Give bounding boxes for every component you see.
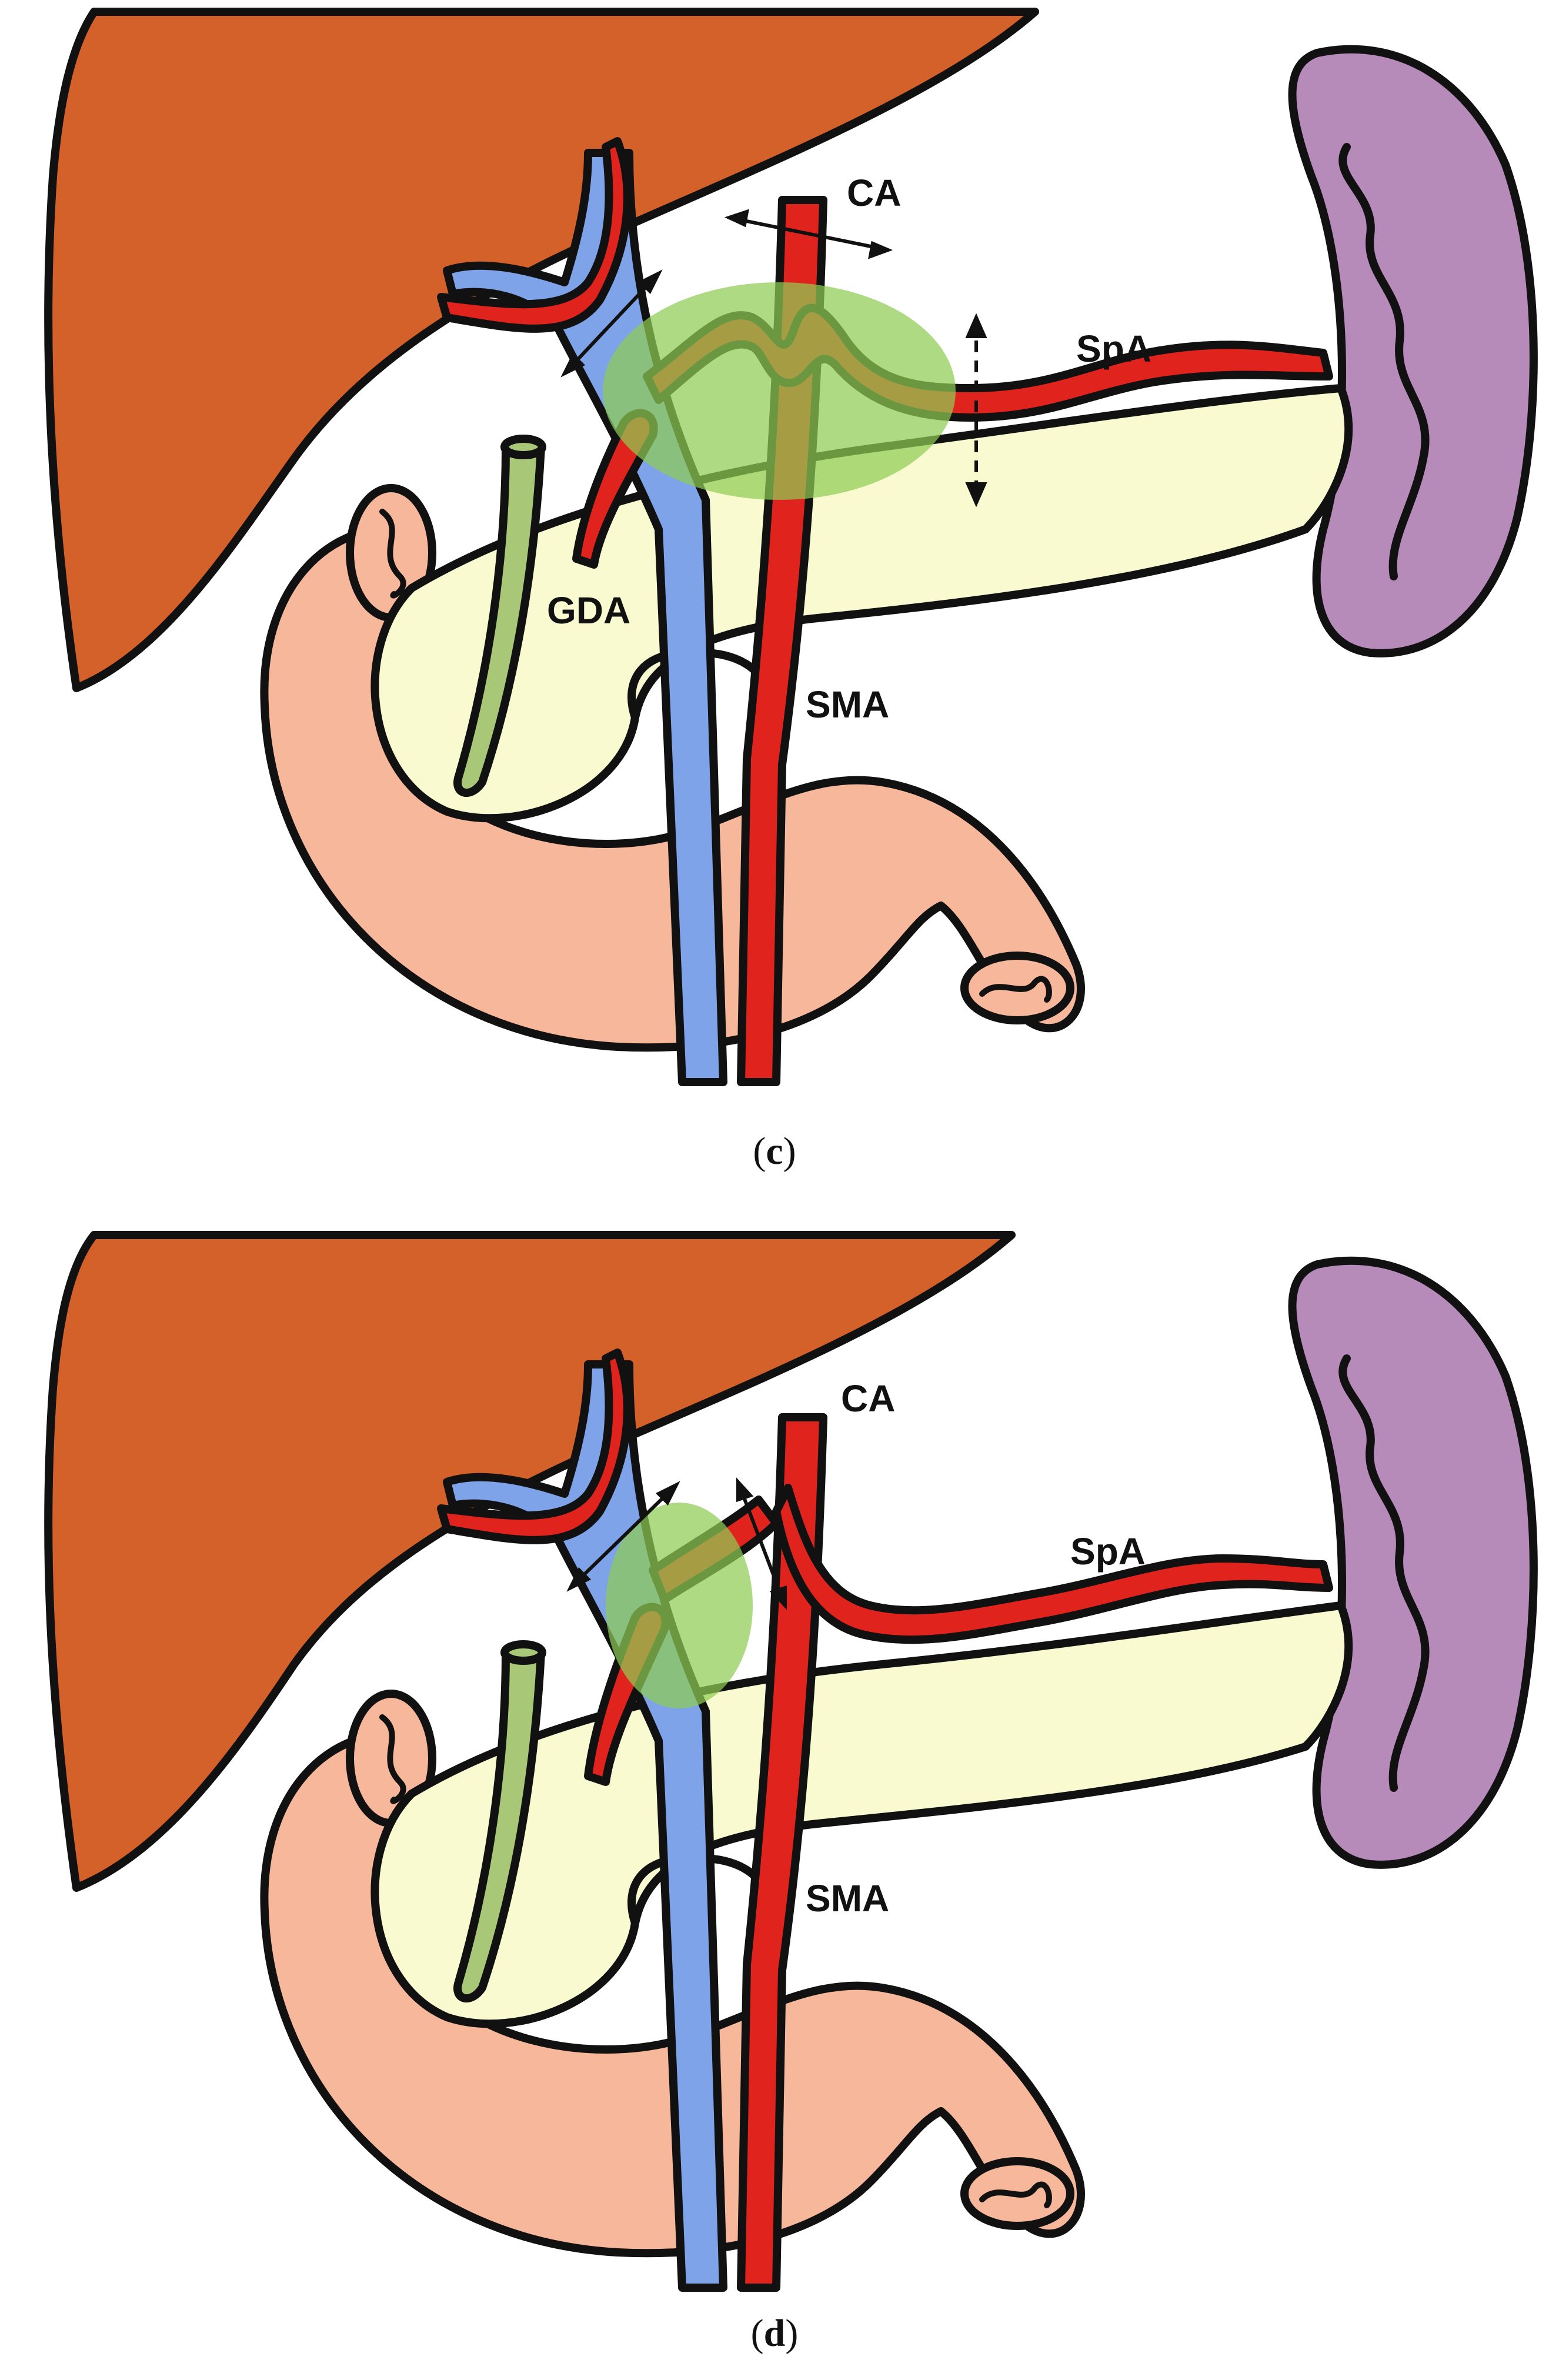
label-spa: SpA [1076, 328, 1151, 370]
label-ca: CA [841, 1377, 895, 1420]
highlight-region [606, 1503, 753, 1708]
spleen-hilum [1338, 143, 1430, 580]
panel-c: CA SpA GDA SMA (c) [44, 8, 1538, 1173]
arrow-1 [569, 1483, 678, 1590]
hepatic-artery [437, 137, 632, 333]
caption-d: (d) [750, 2312, 799, 2355]
label-spa: SpA [1070, 1530, 1146, 1573]
splenic-artery [772, 1484, 1333, 1644]
bile-duct [453, 1648, 545, 2003]
arrow-1 [563, 272, 660, 375]
arrow-2 [729, 216, 889, 252]
highlight-region [603, 282, 956, 500]
anatomy-diagram-c: CA SpA GDA SMA [44, 8, 1538, 1086]
label-ca: CA [847, 172, 901, 214]
caption-c: (c) [753, 1130, 796, 1173]
label-gda: GDA [547, 589, 630, 632]
spleen [1288, 45, 1538, 657]
anatomy-diagram-d: CA SpA SMA [44, 1231, 1538, 2292]
bile-duct [453, 443, 545, 797]
liver [44, 1231, 1016, 1892]
pancreas [370, 1601, 1353, 2028]
label-sma: SMA [806, 683, 889, 726]
spleen-hilum [1338, 1354, 1430, 1792]
arrow-2 [736, 1481, 787, 1607]
label-sma: SMA [806, 1877, 889, 1920]
hepatic-artery [437, 1348, 632, 1544]
liver [44, 8, 1039, 692]
spleen [1288, 1256, 1538, 1869]
panel-d: CA SpA SMA (d) [0, 1194, 1549, 2380]
